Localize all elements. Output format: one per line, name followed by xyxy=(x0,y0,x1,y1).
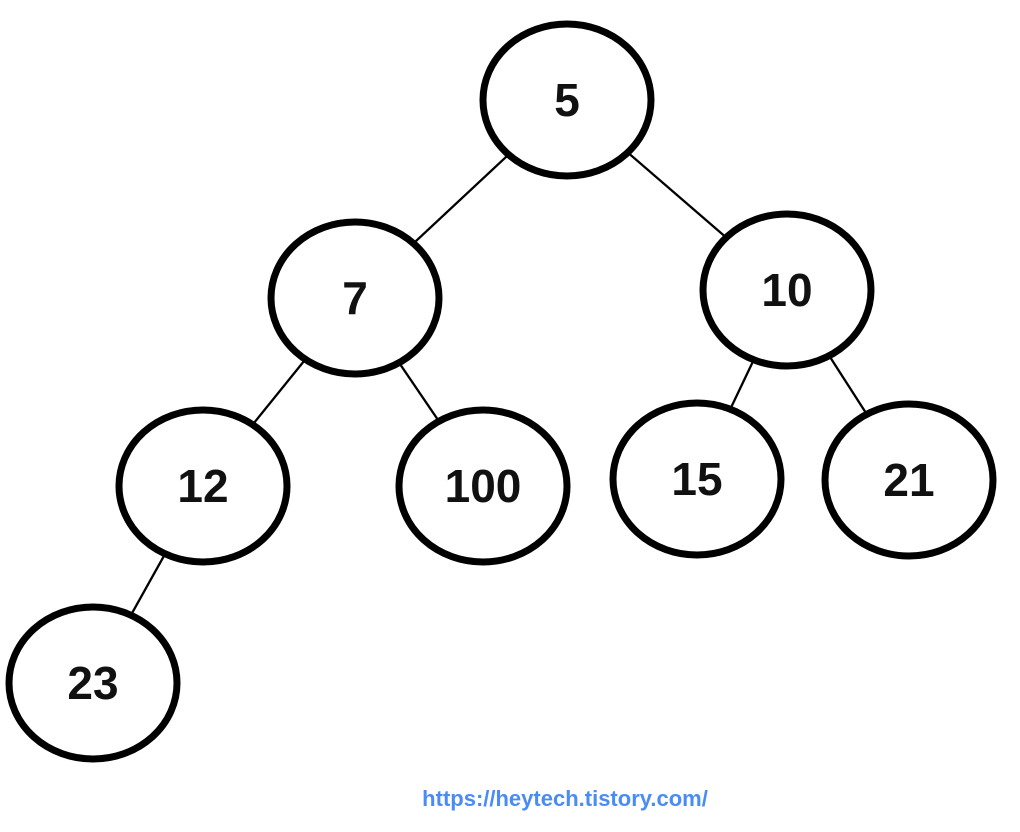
node-value: 5 xyxy=(554,74,580,126)
node-circle xyxy=(267,218,443,378)
tree-node-15: 15 xyxy=(609,399,785,559)
node-value: 23 xyxy=(67,657,118,709)
tree-node-10: 10 xyxy=(699,210,875,370)
tree-nodes-layer: 5 7 10 12 100 15 21 23 xyxy=(5,20,997,763)
tree-edges-layer xyxy=(91,99,910,684)
node-circle xyxy=(609,399,785,559)
node-circle xyxy=(699,210,875,370)
node-value: 7 xyxy=(342,272,368,324)
node-value: 12 xyxy=(177,460,228,512)
node-value: 15 xyxy=(671,453,722,505)
tree-node-7: 7 xyxy=(267,218,443,378)
node-circle xyxy=(115,406,291,566)
node-value: 100 xyxy=(445,460,522,512)
node-value: 10 xyxy=(761,264,812,316)
tree-node-100: 100 xyxy=(395,406,571,566)
node-circle xyxy=(821,400,997,560)
tree-node-12: 12 xyxy=(115,406,291,566)
tree-node-5: 5 xyxy=(479,20,655,180)
node-circle xyxy=(5,603,181,763)
node-circle xyxy=(395,406,571,566)
tree-node-21: 21 xyxy=(821,400,997,560)
tree-node-23: 23 xyxy=(5,603,181,763)
node-value: 21 xyxy=(883,454,934,506)
node-circle xyxy=(479,20,655,180)
watermark-url: https://heytech.tistory.com/ xyxy=(422,786,708,811)
